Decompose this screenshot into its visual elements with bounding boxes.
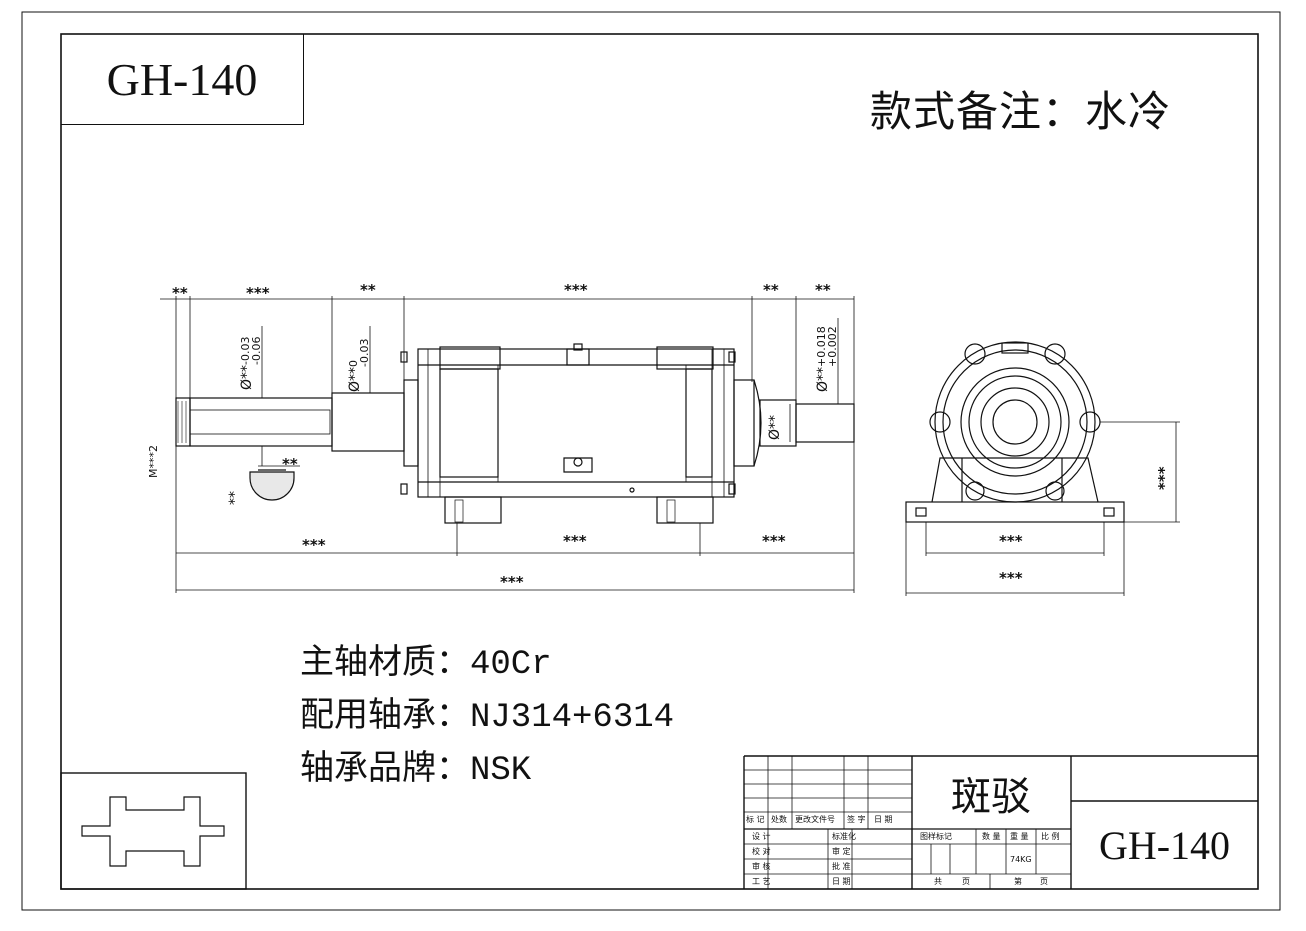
spec-row-material: 主轴材质：40Cr — [300, 634, 552, 684]
thumbnail-frame — [60, 772, 247, 890]
spec-value: NJ314+6314 — [470, 699, 675, 737]
sheet-total-label: 共 — [934, 877, 942, 886]
spec-value: 40Cr — [470, 646, 552, 684]
tol-d1: Ø**-0.03-0.06 — [239, 336, 263, 391]
dim-key-depth: ** — [227, 491, 243, 505]
row-process: 工 艺 — [752, 877, 771, 886]
dim-key-width: ** — [282, 455, 298, 473]
dim-top-3: ** — [360, 281, 376, 299]
hdr-drawing-mark: 图样标记 — [920, 832, 952, 841]
spec-label: 配用轴承： — [300, 695, 470, 735]
spec-row-brand: 轴承品牌：NSK — [300, 740, 531, 790]
thread-spec: M***2 — [147, 445, 160, 478]
sheet-num-unit: 页 — [1040, 877, 1048, 886]
spindle-thumbnail — [81, 796, 225, 867]
row-review: 审 核 — [752, 862, 771, 871]
tol-d3-low: +0.002 — [826, 326, 839, 367]
tol-d3-sym: Ø** — [815, 366, 831, 392]
tol-d2: Ø**0-0.03 — [347, 338, 371, 393]
dim-top-5: ** — [763, 281, 779, 299]
sheet-total-unit: 页 — [962, 877, 970, 886]
tol-d2-low: -0.03 — [358, 338, 371, 367]
dim-bottom-1: *** — [302, 536, 326, 554]
hdr-scale: 比 例 — [1041, 832, 1060, 841]
outer-frame — [21, 11, 1281, 911]
rev-header-doc: 更改文件号 — [795, 815, 835, 824]
row-date: 日 期 — [832, 877, 851, 886]
rev-header-date: 日 期 — [874, 815, 893, 824]
spec-label: 主轴材质： — [300, 642, 470, 682]
spindle-end-view — [905, 341, 1125, 523]
dim-top-4: *** — [564, 281, 588, 299]
dim-end-outer: *** — [999, 569, 1023, 587]
row-standard: 标准化 — [832, 832, 856, 841]
tol-d1-sym: Ø** — [239, 364, 255, 390]
row-approve: 批 准 — [832, 862, 851, 871]
weight-value: 74KG — [1010, 855, 1032, 864]
hdr-quantity: 数 量 — [982, 832, 1001, 841]
rev-header-mark: 标 记 — [746, 815, 765, 824]
model-code-box: GH-140 — [61, 34, 304, 125]
dim-end-height: *** — [1155, 466, 1173, 490]
dim-top-1: ** — [172, 284, 188, 302]
tol-d2-sym: Ø** — [347, 366, 363, 392]
end-view-dimensions — [905, 421, 1180, 596]
row-approve-review: 审 定 — [832, 847, 851, 856]
rev-header-count: 处数 — [771, 815, 787, 824]
title-brand: 斑驳 — [951, 774, 1031, 820]
spec-row-bearing: 配用轴承：NJ314+6314 — [300, 687, 674, 737]
spindle-dimensions — [160, 296, 855, 593]
spindle-side-view — [175, 343, 855, 524]
inner-frame — [60, 33, 1259, 890]
tol-d3: Ø**+0.018+0.002 — [815, 326, 839, 392]
dim-bottom-2: *** — [563, 532, 587, 550]
tol-d1-low: -0.06 — [250, 336, 263, 365]
style-remark: 款式备注：水冷 — [870, 87, 1172, 136]
dim-bottom-total: *** — [500, 573, 524, 591]
dim-top-2: *** — [246, 284, 270, 302]
title-block-grid — [743, 755, 1258, 889]
tol-d4: Ø** — [767, 414, 783, 440]
row-check: 校 对 — [752, 847, 771, 856]
title-code: GH-140 — [1098, 822, 1231, 868]
dim-bottom-3: *** — [762, 532, 786, 550]
dim-top-6: ** — [815, 281, 831, 299]
sheet-num-label: 第 — [1014, 877, 1022, 886]
hdr-weight: 重 量 — [1010, 832, 1029, 841]
spec-value: NSK — [470, 752, 532, 790]
model-code: GH-140 — [106, 53, 258, 105]
row-design: 设 计 — [752, 832, 771, 841]
spec-label: 轴承品牌： — [300, 748, 470, 788]
rev-header-sign: 签 字 — [847, 815, 866, 824]
dim-end-inner: *** — [999, 532, 1023, 550]
